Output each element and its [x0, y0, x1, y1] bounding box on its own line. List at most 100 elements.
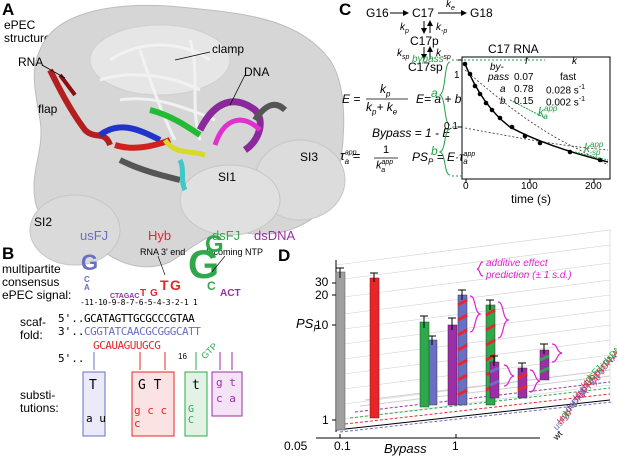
label-flap: flap — [38, 102, 58, 116]
table-r3-name: b — [500, 96, 506, 107]
eq-e-ab: E= a + b — [416, 92, 462, 106]
svg-text:C: C — [84, 275, 90, 284]
d-ytick-10: 10 — [315, 318, 329, 332]
seq-rna: GCAUAGUUGCG — [93, 339, 161, 352]
c-plot-title: C17 RNA — [488, 42, 539, 56]
panel-a-title-2: structure — [4, 31, 51, 45]
svg-text:G: G — [170, 277, 181, 293]
panel-a-letter: A — [2, 0, 15, 19]
table-r3-f: 0.15 — [514, 96, 534, 107]
table-r1-f: 0.07 — [514, 72, 534, 83]
scheme-ke: ke — [446, 0, 455, 12]
table-r1-k: fast — [560, 72, 577, 83]
svg-text:T: T — [160, 277, 169, 293]
table-r2-k: 0.028 s-1 — [546, 84, 586, 97]
c-xtick-100: 100 — [521, 181, 538, 192]
eq-ps: PSP = E·τappa — [412, 150, 476, 167]
label-clamp: clamp — [212, 42, 245, 56]
c-a-label: a — [431, 86, 438, 100]
c-xtick-0: 0 — [463, 181, 469, 192]
label-si2: SI2 — [34, 215, 53, 229]
scheme-g16: G16 — [366, 6, 389, 20]
d-ylabel: PSP — [296, 316, 320, 334]
d-annotation-1: additive effect — [486, 258, 548, 269]
scheme-g18: G18 — [470, 6, 493, 20]
sub-purple-bot: c a — [216, 392, 236, 405]
label-si1: SI1 — [218, 170, 237, 184]
scheme-c17: C17 — [412, 6, 435, 20]
sub-purple-top: g t — [216, 376, 236, 389]
eq-tau-den: kappa — [376, 159, 394, 174]
svg-text:CTAGAC: CTAGAC — [110, 293, 139, 300]
pos-16: 16 — [178, 352, 187, 361]
panel-c-letter: C — [339, 0, 352, 19]
seq-mid: CGGTATCAACGCGGGCATT — [84, 325, 201, 338]
label-rna: RNA — [18, 55, 44, 69]
scaffold-label-1: scaf- — [20, 315, 47, 329]
c-b-label: b — [431, 144, 438, 158]
d-ytick-30: 30 — [315, 275, 329, 289]
panel-b-letter: B — [2, 244, 15, 263]
eq-e-den: kp+ ke — [366, 100, 398, 117]
scheme-c17sp: C17sp — [408, 60, 443, 74]
eq-tau-left: τappa = — [340, 148, 361, 166]
eq-e-num: kp — [380, 82, 391, 99]
d-xlabel: Bypass — [384, 441, 427, 456]
table-head-k: k — [572, 56, 577, 67]
svg-text:ACT: ACT — [220, 288, 241, 299]
panel-a-title-1: ePEC — [4, 18, 36, 32]
subst-label-1: substi- — [20, 388, 56, 402]
d-xtick-01: 0.1 — [334, 439, 351, 453]
svg-text:A: A — [84, 283, 90, 292]
table-r1-name: by- — [490, 62, 504, 73]
sub-blue-top: T — [89, 378, 97, 393]
table-head-f: f — [525, 56, 528, 67]
sub-red-top: G T — [138, 378, 162, 393]
panel-d-letter: D — [278, 246, 291, 265]
sub-green-top: t — [192, 378, 200, 393]
rna3-label: RNA 3' end — [140, 247, 186, 257]
table-r1-name2: pass — [488, 72, 510, 83]
svg-text:G: G — [150, 288, 158, 299]
c-bypass-label: bypass — [412, 54, 444, 65]
d-annotation-2: prediction (± 1 s.d.) — [486, 270, 572, 281]
prime5-top: 5'.. — [58, 312, 85, 325]
ntp-label: Incoming NTP — [206, 247, 264, 257]
eq-e-left: E = — [342, 92, 361, 106]
scheme-kp: kp — [400, 22, 409, 35]
b-title-2: consensus — [2, 275, 60, 289]
sub-red-bot: g c c c — [134, 404, 168, 430]
label-si3: SI3 — [300, 150, 319, 164]
scheme-kminussp: k-sp — [436, 48, 451, 61]
label-dna: DNA — [244, 65, 270, 79]
subst-label-2: tutions: — [20, 401, 59, 415]
k-sp-label: kapp-sp — [584, 140, 604, 158]
scheme-kminusp: k-p — [436, 22, 448, 35]
d-xtick-005: 0.05 — [284, 439, 308, 453]
table-r2-f: 0.78 — [514, 84, 534, 95]
b-title-3: ePEC signal: — [2, 288, 72, 302]
sub-blue-bot: a u — [86, 412, 106, 425]
legend-dsfj: dsFJ — [212, 228, 241, 243]
k-app-label: kappa — [538, 104, 558, 122]
svg-text:G: G — [205, 231, 224, 258]
scheme-ksp: ksp — [397, 48, 410, 61]
svg-text:G: G — [81, 250, 98, 275]
eq-bypass: Bypass = 1 - E — [372, 126, 451, 140]
prime3-mid: 3'.. — [58, 325, 85, 338]
svg-text:T: T — [140, 288, 146, 299]
legend-usfj: usFJ — [80, 228, 109, 243]
eq-tau-num: 1 — [383, 144, 390, 156]
legend-dsdna: dsDNA — [254, 228, 296, 243]
svg-text:G: G — [188, 243, 219, 287]
table-r2-name: a — [500, 84, 506, 95]
d-ytick-1: 1 — [322, 413, 329, 427]
scheme-c17p: C17p — [410, 34, 439, 48]
sub-green-bot: G C — [188, 404, 195, 426]
seq-top: GCATAGTTGCGCCCGTAA — [84, 312, 195, 325]
